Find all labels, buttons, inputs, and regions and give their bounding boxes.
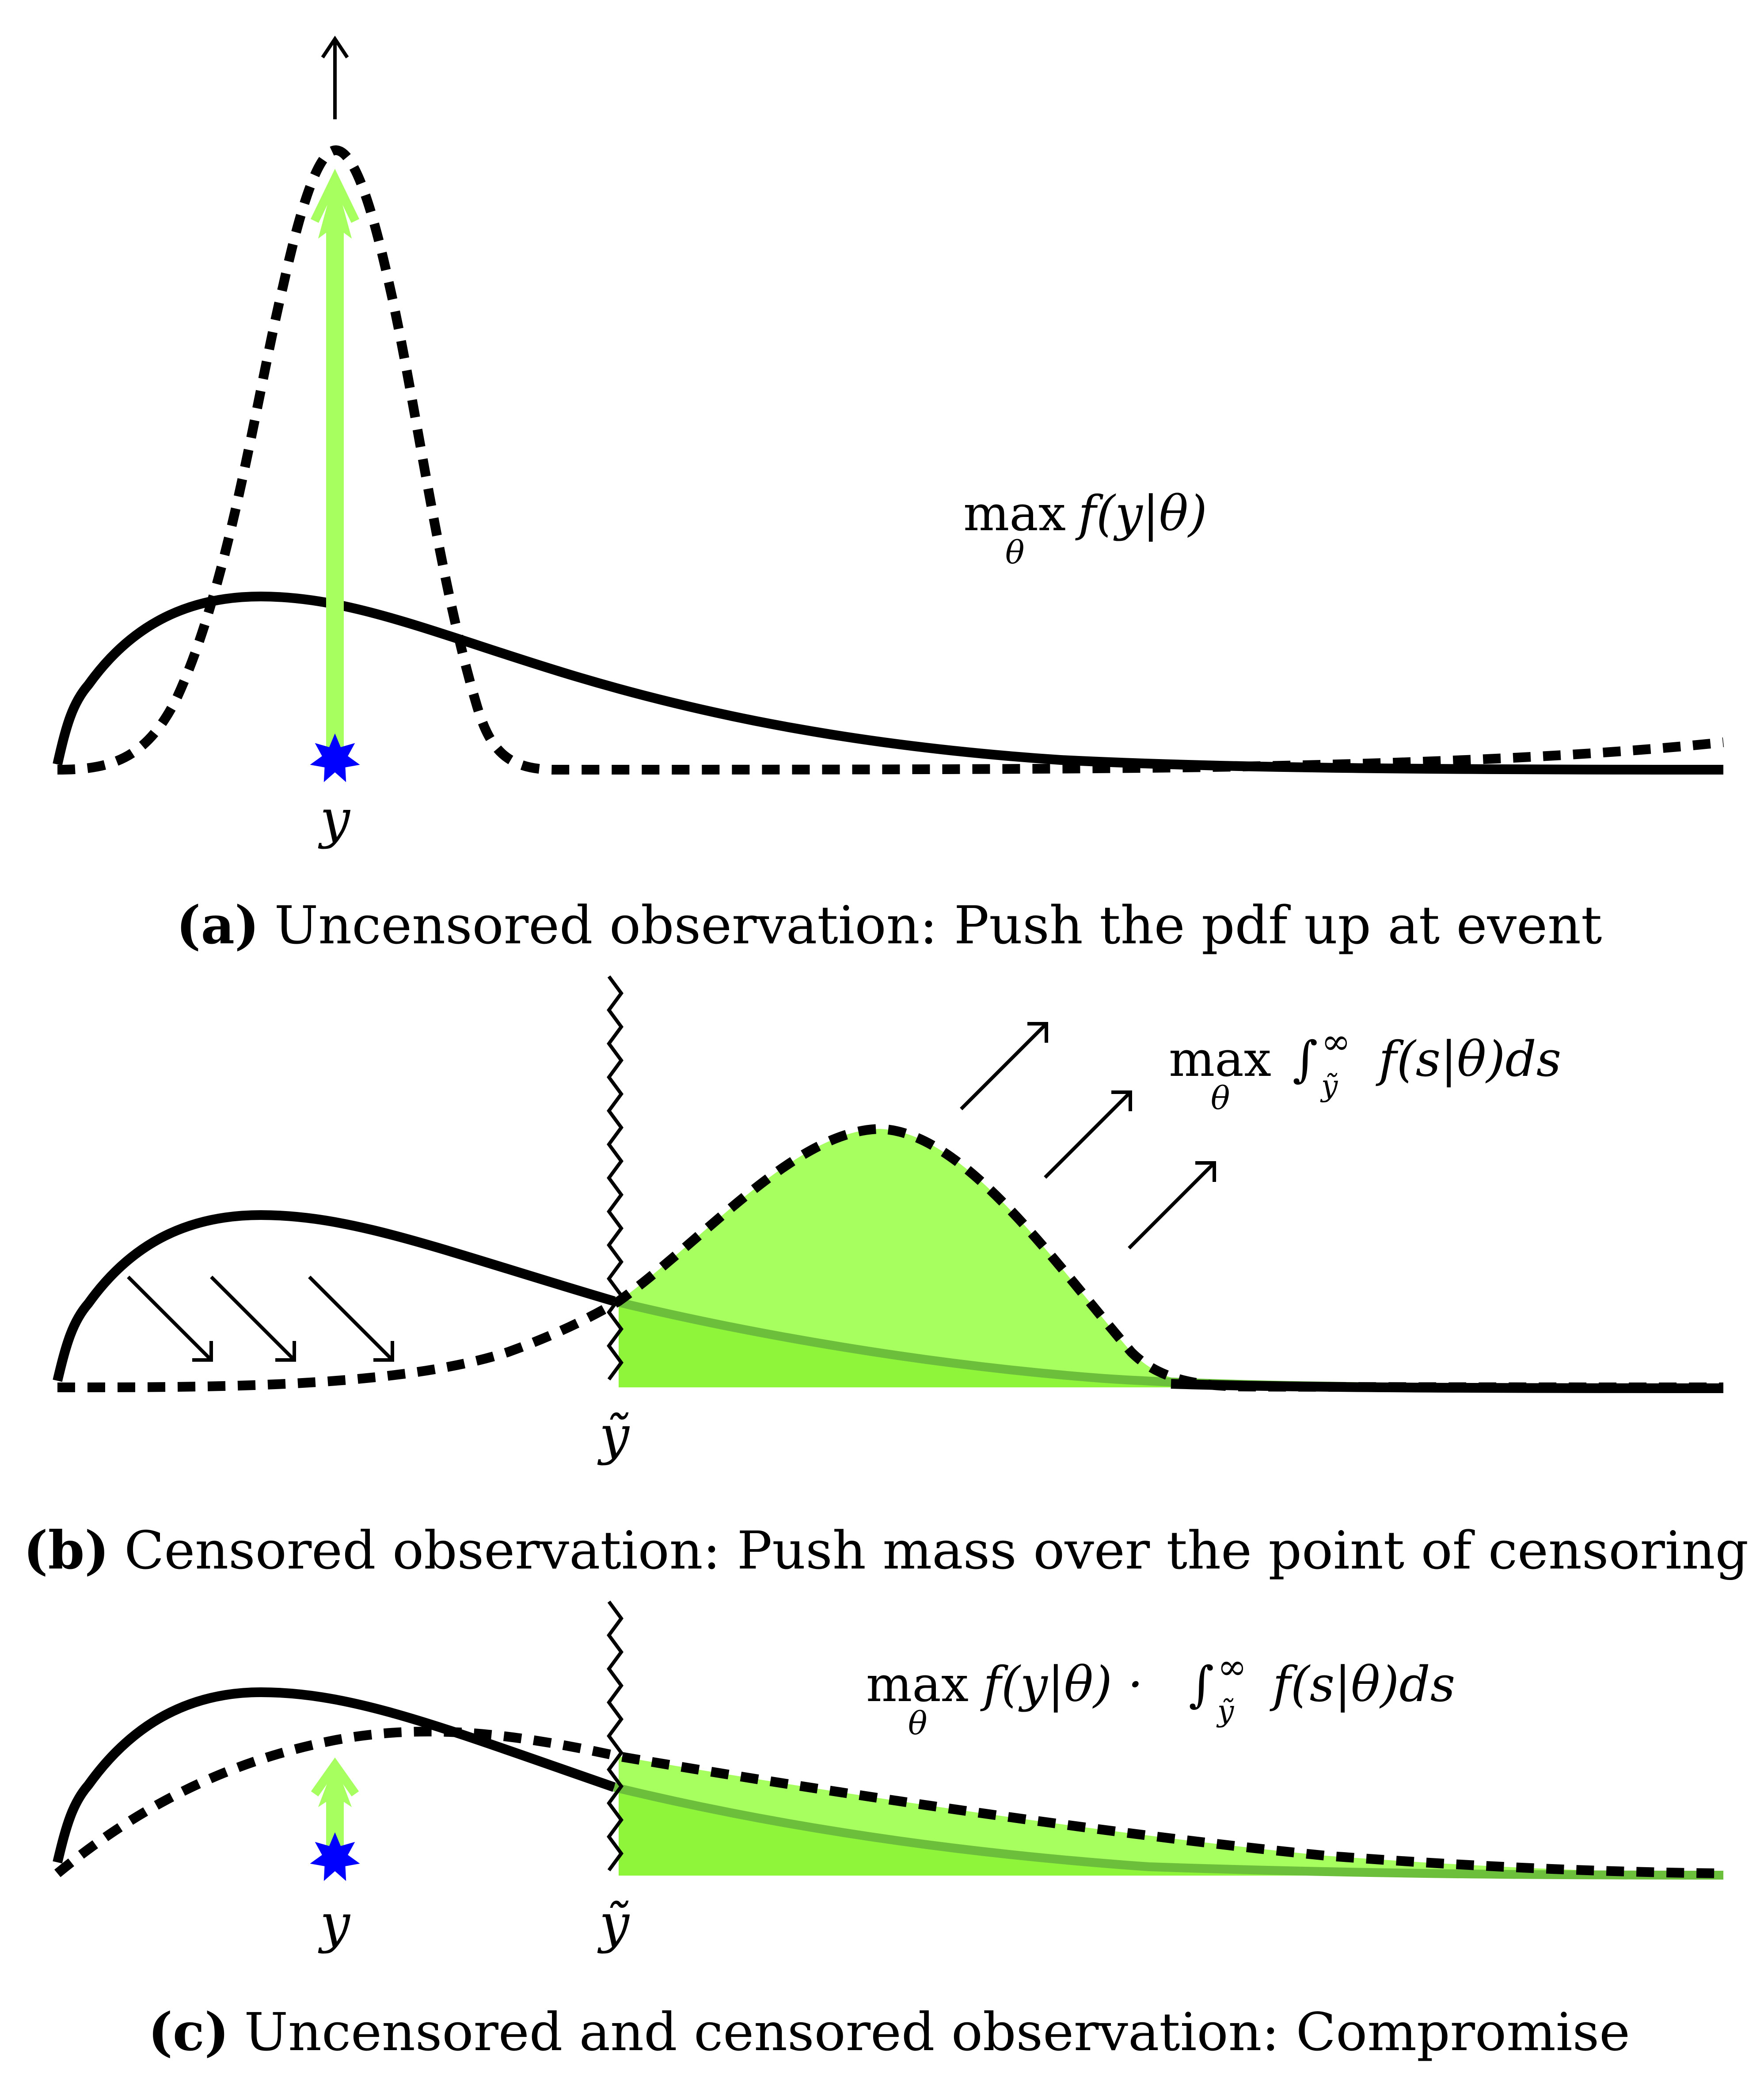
zigzag-icon [607,1600,623,1872]
panel-a-solid-pdf [53,591,1724,775]
svg-text:ỹ: ỹ [1320,1069,1338,1103]
caption-tag: (c) [148,2001,229,2062]
diagonal-arrow-icon [308,1276,394,1362]
panel-a-dashed-pdf [57,145,1724,775]
panel-c-under-solid-fill [619,1787,1723,1876]
caption-tag: (a) [176,894,259,956]
svg-text:max: max [963,485,1066,542]
svg-text:∞: ∞ [1217,1646,1247,1687]
svg-text:∞: ∞ [1321,1021,1351,1062]
panel-c-objective: max θ f(y|θ) · ∫ ỹ ∞ f(s|θ)ds [866,1646,1455,1742]
panel-c-caption: (c) Uncensored and censored observation:… [148,2001,1630,2062]
panel-c-event-label: y [318,1893,351,1955]
caption-text: Uncensored and censored observation: Com… [244,2002,1631,2062]
diagonal-arrow-icon [1128,1161,1216,1250]
panel-b-objective: max θ ∫ ỹ ∞ f(s|θ)ds [1169,1021,1561,1117]
panel-b-up-arrows [960,1022,1216,1250]
diagonal-arrow-icon [127,1276,213,1362]
svg-text:θ: θ [1005,534,1024,571]
caption-tag: (b) [23,1519,109,1581]
caption-text: Uncensored observation: Push the pdf up … [274,895,1602,956]
svg-text:f(y|θ) ·: f(y|θ) · [980,1656,1143,1713]
panel-a-event-label: y [318,789,351,850]
svg-text:∫: ∫ [1189,1656,1214,1713]
panel-a-green-arrow [310,169,360,751]
caption-text: Censored observation: Push mass over the… [124,1520,1749,1581]
svg-text:max: max [1169,1031,1271,1087]
svg-text:θ: θ [1211,1079,1230,1117]
panel-c-solid-pdf-tail [613,1783,1724,1880]
panel-b-censor-label: ỹ [597,1405,630,1466]
zigzag-icon [607,975,623,1381]
panel-c: y ỹ max θ f(y|θ) · ∫ ỹ ∞ f(s|θ)ds (c) Un… [53,1600,1724,2062]
svg-text:∫: ∫ [1293,1031,1318,1087]
panel-c-censor-label: ỹ [597,1893,630,1955]
svg-text:ỹ: ỹ [1216,1694,1234,1728]
panel-a-caption: (a) Uncensored observation: Push the pdf… [176,894,1602,956]
star-icon [310,733,360,782]
svg-text:f(s|θ)ds: f(s|θ)ds [1270,1656,1455,1713]
panel-b: ỹ max θ ∫ ỹ ∞ f(s|θ)ds (b) Censored obse… [23,975,1749,1581]
panel-b-dashed-pdf [57,1124,1724,1392]
svg-text:f(y|θ): f(y|θ) [1075,485,1207,542]
diagonal-arrow-icon [960,1022,1048,1110]
svg-text:f(s|θ)ds: f(s|θ)ds [1376,1031,1561,1087]
panel-a-objective: max θ f(y|θ) [963,485,1207,571]
panel-b-mass-fill [619,1129,1215,1387]
star-icon [310,1832,360,1881]
panel-b-under-solid-fill [619,1303,1215,1387]
svg-text:max: max [866,1656,969,1713]
panel-b-solid-pdf [53,1210,616,1382]
diagonal-arrow-icon [1044,1090,1132,1179]
panel-b-down-arrows [127,1276,394,1362]
panel-a: y max θ f(y|θ) (a) Uncensored observatio… [53,35,1724,956]
svg-text:θ: θ [908,1705,927,1742]
up-arrow-icon [321,35,349,119]
diagonal-arrow-icon [210,1276,296,1362]
panel-b-caption: (b) Censored observation: Push mass over… [23,1519,1749,1581]
